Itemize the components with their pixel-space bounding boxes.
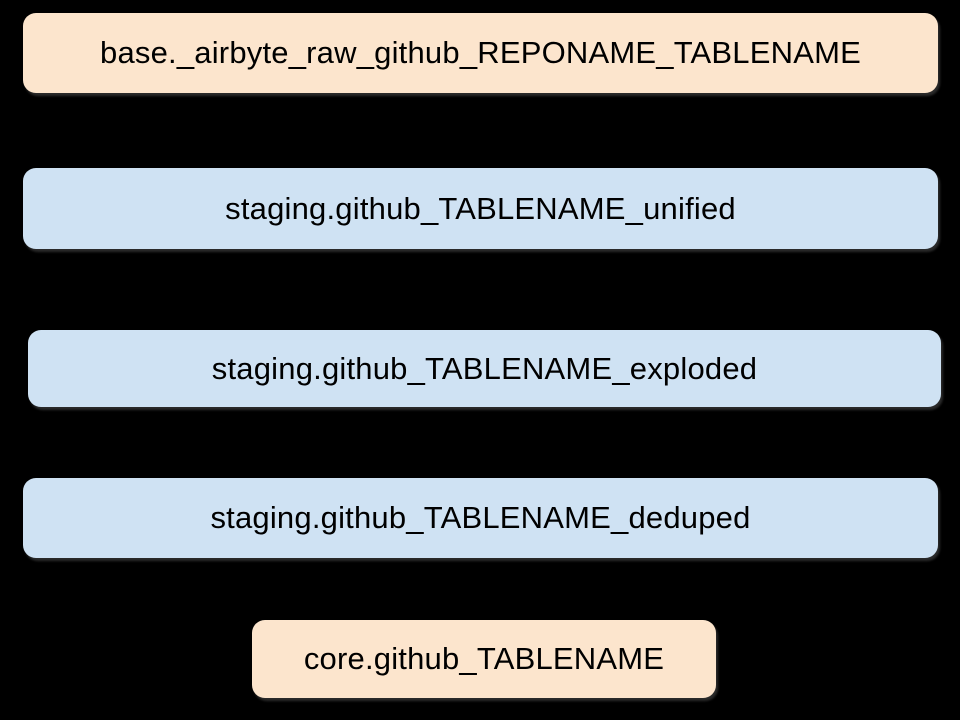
node-staging-deduped-table-label: staging.github_TABLENAME_deduped <box>210 500 751 535</box>
node-staging-exploded-table-label: staging.github_TABLENAME_exploded <box>211 350 758 386</box>
node-staging-exploded-table: staging.github_TABLENAME_exploded <box>28 330 941 407</box>
node-staging-deduped-table: staging.github_TABLENAME_deduped <box>23 478 938 558</box>
node-base-airbyte-raw-table-label: base._airbyte_raw_github_REPONAME_TABLEN… <box>100 35 861 70</box>
node-staging-unified-table: staging.github_TABLENAME_unified <box>23 168 938 249</box>
node-staging-unified-table-label: staging.github_TABLENAME_unified <box>225 190 736 226</box>
node-core-table-label: core.github_TABLENAME <box>303 641 665 676</box>
node-base-airbyte-raw-table: base._airbyte_raw_github_REPONAME_TABLEN… <box>23 13 938 93</box>
node-core-table: core.github_TABLENAME <box>252 620 716 698</box>
